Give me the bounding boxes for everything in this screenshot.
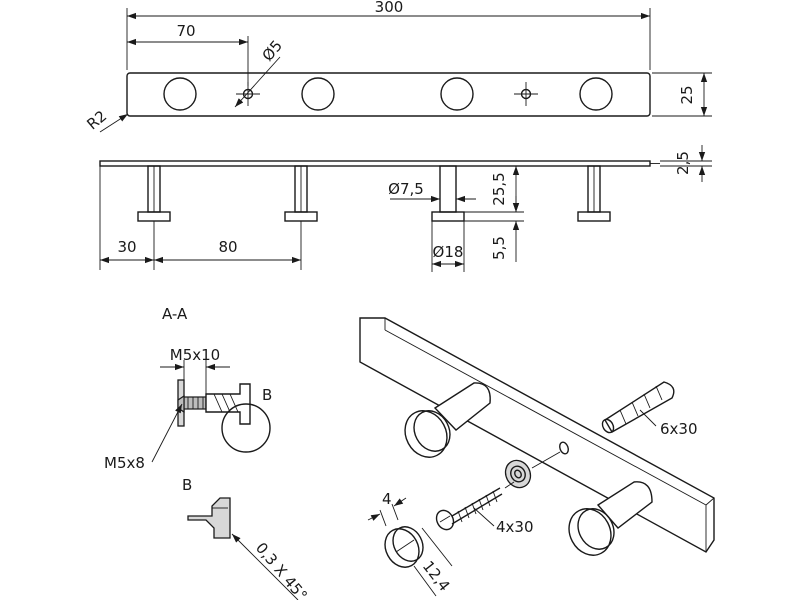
dim-peg-spacing: 80 <box>218 238 237 256</box>
rail-plate-front <box>126 72 651 117</box>
rail-plate-side <box>99 160 651 167</box>
washer-iso <box>504 459 532 489</box>
hook-iso-2 <box>568 481 653 556</box>
dim-hole-diameter: Ø5 <box>259 37 287 65</box>
dim-hole-offset: 70 <box>176 22 195 40</box>
section-a-a: A-A B M5x10 M5x8 <box>104 305 272 472</box>
hook-iso-1 <box>404 382 491 458</box>
dim-peg-diameter: Ø7,5 <box>388 180 424 198</box>
peg-side-3 <box>431 165 465 222</box>
peg-side-4 <box>577 165 611 222</box>
detail-b-circle <box>221 403 271 453</box>
peg-side-1 <box>137 165 171 222</box>
peg-cap-3-front <box>440 77 474 111</box>
dim-cap-thickness: 5,5 <box>490 236 508 260</box>
detail-title: B <box>182 476 192 494</box>
dim-height: 25 <box>678 85 696 104</box>
thread-bottom-label: M5x8 <box>104 454 145 472</box>
cap-iso <box>384 526 424 568</box>
dim-plate-thickness: 2,5 <box>674 151 692 175</box>
dim-peg-length: 25,5 <box>490 172 508 205</box>
cap-width-label: 4 <box>382 490 392 508</box>
dim-cap-diameter: Ø18 <box>433 243 464 261</box>
isometric-view: 6x30 4x30 4 12,4 <box>359 317 715 597</box>
screw-iso <box>435 481 515 531</box>
dim-corner-radius: R2 <box>83 107 110 134</box>
peg-cap-4-front <box>579 77 613 111</box>
side-view: 2,5 25,5 5,5 Ø7,5 Ø18 30 80 <box>99 145 712 272</box>
section-title: A-A <box>162 305 188 323</box>
chamfer-label: 0,3 X 45° <box>252 539 311 600</box>
dim-end-offset: 30 <box>117 238 136 256</box>
dim-total-length: 300 <box>375 0 404 16</box>
peg-side-2 <box>284 165 318 222</box>
front-view: 300 70 Ø5 25 R2 <box>83 0 712 133</box>
peg-cap-1-front <box>163 77 197 111</box>
screw-label: 4x30 <box>496 518 534 536</box>
dowel-iso <box>601 381 675 434</box>
thread-top-label: M5x10 <box>170 346 220 364</box>
cap-diameter-label: 12,4 <box>419 557 454 594</box>
detail-b: B 0,3 X 45° <box>182 476 311 600</box>
dowel-label: 6x30 <box>660 420 698 438</box>
peg-cap-2-front <box>301 77 335 111</box>
detail-ref-label: B <box>262 386 272 404</box>
